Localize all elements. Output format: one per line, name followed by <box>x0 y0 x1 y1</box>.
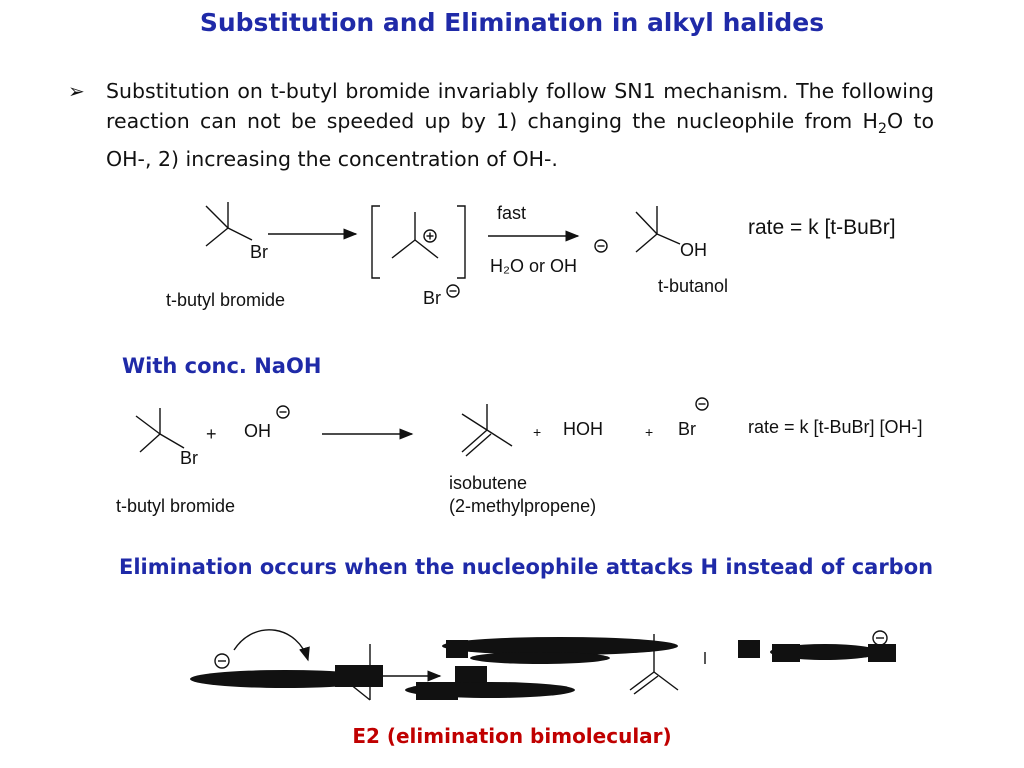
e2-mechanism-blocks <box>190 637 896 700</box>
reagent-label: H₂O or OH <box>490 256 577 276</box>
t-butyl-bromide-structure <box>205 202 253 247</box>
oh-label: OH <box>680 240 707 260</box>
bullet-arrow-icon: ➢ <box>68 79 85 103</box>
bromide-ion-label: Br <box>678 419 696 439</box>
naoh-reactant-name: t-butyl bromide <box>116 496 236 516</box>
elimination-heading: Elimination occurs when the nucleophile … <box>119 555 934 579</box>
naoh-br-label: Br <box>180 448 198 468</box>
br-anion-label: Br <box>423 288 441 308</box>
isobutene-name: isobutene <box>449 473 528 493</box>
e2-caption: E2 (elimination bimolecular) <box>352 724 672 748</box>
page-title: Substitution and Elimination in alkyl ha… <box>199 8 825 37</box>
left-bracket <box>371 205 380 279</box>
bullet-text-part2: O to OH-, 2) increasing the concentratio… <box>106 109 934 172</box>
bullet-subscript: 2 <box>877 121 888 138</box>
sn1-product-name: t-butanol <box>658 276 729 296</box>
fast-label: fast <box>497 203 527 223</box>
sn1-br-label: Br <box>250 242 268 262</box>
bullet-text-part1: Substitution on t-butyl bromide invariab… <box>106 79 934 133</box>
right-bracket <box>457 205 466 279</box>
oh-minus-charge-icon <box>594 239 608 253</box>
isobutene-iupac-name: (2-methylpropene) <box>449 496 597 516</box>
plus-charge-icon <box>423 229 437 243</box>
isobutene-structure <box>461 404 513 457</box>
plus-sign-1: + <box>206 424 217 444</box>
t-butanol-structure <box>635 206 681 253</box>
br-minus-charge-icon-2 <box>695 397 709 411</box>
hydroxide-label: OH <box>244 421 271 441</box>
bullet-paragraph: ➢ Substitution on t-butyl bromide invari… <box>68 76 934 174</box>
br-minus-charge-icon <box>446 284 460 298</box>
sn1-rate-law: rate = k [t-BuBr] <box>748 216 896 239</box>
bullet-text: Substitution on t-butyl bromide invariab… <box>106 76 934 174</box>
t-butyl-bromide-structure-2 <box>135 408 185 453</box>
plus-sign-2: + <box>533 424 542 440</box>
sn1-reactant-name: t-butyl bromide <box>166 290 286 310</box>
carbocation-structure <box>391 212 439 259</box>
plus-sign-3: + <box>645 424 654 440</box>
oh-minus-charge-icon-2 <box>276 405 290 419</box>
naoh-heading: With conc. NaOH <box>122 354 322 378</box>
e2-rate-law: rate = k [t-BuBr] [OH-] <box>748 417 923 437</box>
water-label: HOH <box>563 419 603 439</box>
